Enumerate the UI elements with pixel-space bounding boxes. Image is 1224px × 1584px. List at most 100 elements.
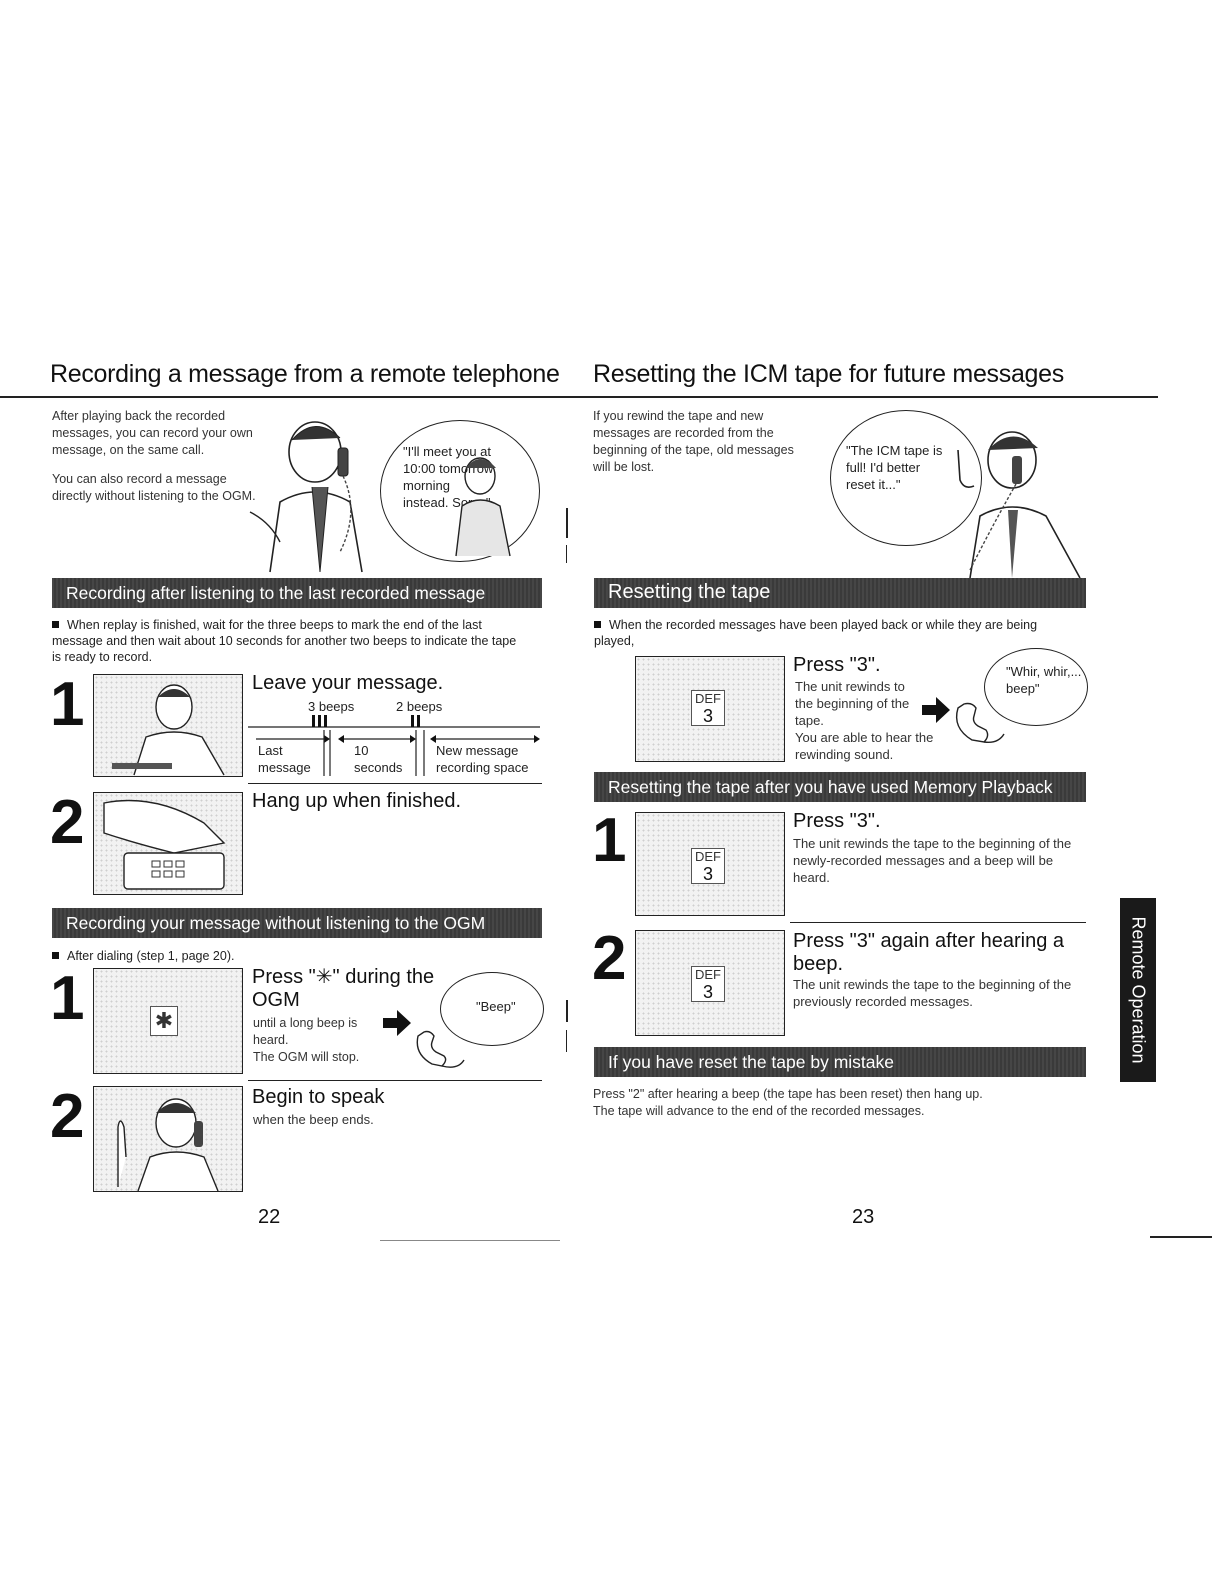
band-title: Recording after listening to the last re… — [66, 583, 486, 603]
arrow-right-icon — [383, 1010, 411, 1036]
memory-step2-body: The unit rewinds the tape to the beginni… — [793, 977, 1072, 1009]
step-number: 1 — [50, 964, 85, 1033]
step-number: 2 — [592, 924, 627, 993]
key-letters: DEF — [695, 849, 721, 864]
whir-bubble — [984, 648, 1088, 726]
step-number: 2 — [50, 788, 85, 857]
whir-bubble-text: "Whir, whir,... beep" — [1006, 664, 1082, 696]
key-number: 3 — [702, 706, 713, 726]
page-number-right: 23 — [852, 1206, 875, 1228]
left-title-rule — [0, 396, 568, 398]
timeline-3-beeps: 3 beeps — [308, 699, 355, 714]
footer-rule — [380, 1240, 560, 1241]
key-letters: DEF — [695, 967, 721, 982]
step-number: 1 — [50, 670, 85, 739]
band-title: Resetting the tape after you have used M… — [608, 777, 1053, 797]
band-reset-by-mistake: If you have reset the tape by mistake — [594, 1047, 1086, 1077]
reset-step-body1: The unit rewinds to the beginning of the… — [795, 679, 910, 728]
step1-body: until a long beep is heard. The OGM will… — [253, 1015, 373, 1066]
mistake-line2: The tape will advance to the end of the … — [593, 1104, 925, 1118]
center-divider-mark — [566, 1000, 568, 1022]
key-letters: DEF — [695, 691, 721, 706]
memory-step1-body: The unit rewinds the tape to the beginni… — [793, 836, 1072, 885]
step2-speaking-photo — [93, 1086, 243, 1192]
step-separator — [248, 1080, 542, 1081]
key-number: 3 — [702, 982, 713, 1002]
def-3-key-icon: DEF 3 — [691, 690, 725, 726]
step1-photo — [93, 674, 243, 777]
phone-handset-icon — [955, 702, 1005, 744]
section1-bullet: When replay is finished, wait for the th… — [52, 617, 522, 665]
left-intro-p1: After playing back the recorded messages… — [52, 409, 253, 457]
bullet-square-icon — [52, 621, 59, 628]
band-resetting-the-tape: Resetting the tape — [594, 578, 1086, 608]
right-section1-bullet: When the recorded messages have been pla… — [594, 617, 1064, 649]
left-page-title: Recording a message from a remote teleph… — [50, 360, 560, 388]
arrow-right-icon — [922, 697, 950, 723]
bullet-text: After dialing (step 1, page 20). — [67, 949, 235, 963]
band-title: If you have reset the tape by mistake — [608, 1052, 894, 1072]
mistake-line1: Press "2" after hearing a beep (the tape… — [593, 1087, 983, 1101]
timeline-new-message: New message recording space — [436, 743, 529, 775]
step1-keypad-photo — [93, 968, 243, 1074]
mistake-text: Press "2" after hearing a beep (the tape… — [593, 1086, 1073, 1120]
step-separator — [790, 922, 1086, 923]
side-tab-remote-operation: Remote Operation — [1120, 898, 1156, 1082]
left-intro: After playing back the recorded messages… — [52, 408, 257, 517]
footer-rule — [1150, 1236, 1212, 1238]
side-tab-label: Remote Operation — [1128, 916, 1149, 1064]
step-separator — [248, 783, 542, 784]
key-number: 3 — [702, 864, 713, 884]
right-page-title: Resetting the ICM tape for future messag… — [593, 360, 1064, 388]
def-3-key-icon: DEF 3 — [691, 848, 725, 884]
hand-hanging-up-phone-icon — [103, 799, 226, 890]
center-divider-mark — [566, 545, 567, 563]
left-intro-p2: You can also record a message directly w… — [52, 472, 256, 503]
section2-bullet: After dialing (step 1, page 20). — [52, 948, 522, 964]
band-recording-after-listening: Recording after listening to the last re… — [52, 578, 542, 608]
right-speech-bubble — [830, 410, 982, 546]
woman-illustration — [455, 457, 511, 557]
man-pointing-illustration — [957, 431, 1081, 578]
timeline-last-message: Last message — [258, 743, 311, 775]
band-title: Resetting the tape — [608, 581, 771, 603]
center-divider-mark — [566, 508, 568, 538]
star-key-icon: ✱ — [150, 1006, 178, 1036]
step1-body-line2: The OGM will stop. — [253, 1050, 360, 1064]
man-on-phone-illustration — [249, 421, 363, 573]
bullet-square-icon — [594, 621, 601, 628]
bullet-square-icon — [52, 952, 59, 959]
step2-heading: Hang up when finished. — [252, 790, 462, 812]
memory-step1-heading: Press "3". — [793, 810, 881, 832]
step1-heading: Press "✳" during the OGM — [252, 966, 435, 1011]
timeline-2-beeps: 2 beeps — [396, 699, 443, 714]
band-recording-without-ogm: Recording your message without listening… — [52, 908, 542, 938]
step2-body: when the beep ends. — [253, 1112, 374, 1127]
page-number-left: 22 — [258, 1206, 281, 1228]
memory-step2-heading: Press "3" again after hearing a beep. — [793, 930, 1065, 975]
phone-handset-icon — [416, 1030, 465, 1068]
center-divider-mark — [566, 1030, 567, 1052]
reset-step-heading: Press "3". — [793, 654, 881, 676]
step-number: 1 — [592, 806, 627, 875]
step2-heading: Begin to speak — [252, 1086, 385, 1108]
step-number: 2 — [50, 1082, 85, 1151]
right-speech-bubble-text: "The ICM tape is full! I'd better reset … — [846, 443, 943, 492]
timeline-10-seconds: 10 seconds — [354, 743, 403, 775]
right-intro: If you rewind the tape and new messages … — [593, 409, 794, 474]
step2-photo — [93, 792, 243, 895]
step1-heading: Leave your message. — [252, 672, 444, 694]
reset-step-body2: You are able to hear the rewinding sound… — [795, 730, 934, 762]
step1-body-line1: until a long beep is heard. — [253, 1016, 358, 1047]
def-3-key-icon: DEF 3 — [691, 966, 725, 1002]
band-title: Recording your message without listening… — [66, 913, 486, 933]
man-speaking-icon — [117, 1098, 219, 1192]
bullet-text: When replay is finished, wait for the th… — [52, 618, 517, 664]
beep-bubble — [440, 972, 544, 1046]
bullet-text: When the recorded messages have been pla… — [594, 618, 1038, 648]
right-title-rule — [568, 396, 1158, 398]
man-with-phone-icon — [112, 684, 225, 776]
timeline-diagram — [248, 715, 540, 776]
band-reset-after-memory-playback: Resetting the tape after you have used M… — [594, 772, 1086, 802]
beep-bubble-text: "Beep" — [476, 999, 516, 1014]
